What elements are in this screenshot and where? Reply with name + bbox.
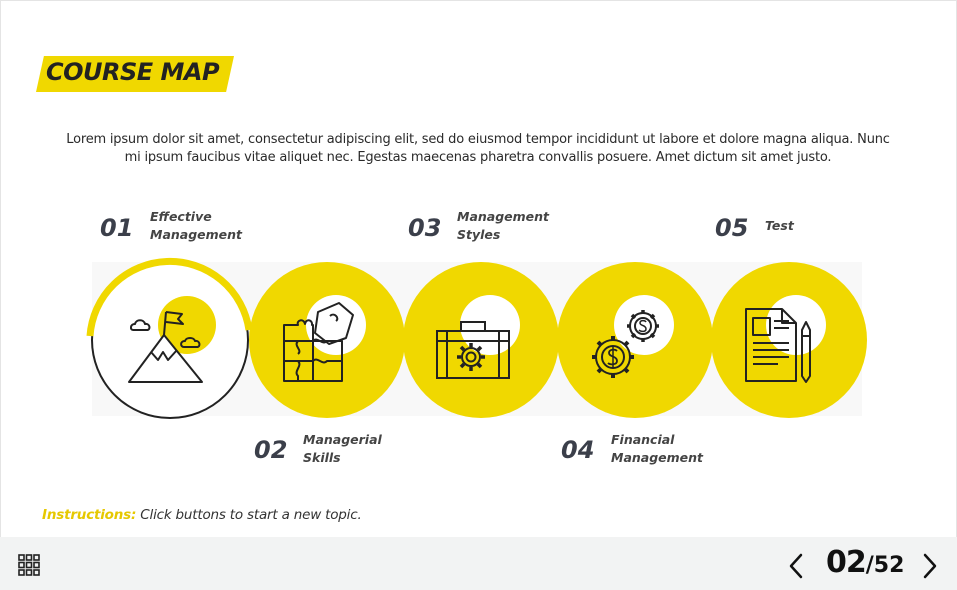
title-highlight — [36, 56, 234, 92]
footer-bar — [0, 537, 957, 590]
dollar-gears-icon — [592, 310, 659, 378]
topic-number-4: 04 — [561, 436, 595, 464]
topic-button-4[interactable] — [557, 262, 713, 418]
title-banner: COURSE MAP — [36, 56, 234, 92]
puzzle-icon — [283, 302, 354, 382]
document-pencil-icon — [745, 308, 811, 383]
chevron-left-icon[interactable] — [786, 552, 806, 580]
chevron-right-icon[interactable] — [920, 552, 940, 580]
topic-button-5[interactable] — [711, 262, 867, 418]
total-pages: 52 — [873, 553, 905, 578]
page-separator: / — [865, 553, 874, 578]
topic-number-1: 01 — [100, 214, 134, 242]
topic-button-3[interactable] — [403, 262, 559, 418]
topic-number-2: 02 — [254, 436, 288, 464]
instructions-text: Instructions: Click buttons to start a n… — [42, 507, 362, 523]
briefcase-gear-icon — [436, 321, 510, 379]
topic-label-5: Test — [765, 218, 794, 233]
topic-button-2[interactable] — [249, 262, 405, 418]
progress-arc — [86, 257, 253, 337]
mountain-flag-icon — [128, 311, 203, 383]
topic-number-3: 03 — [408, 214, 442, 242]
page-counter: 02/52 — [826, 545, 904, 580]
page-title: COURSE MAP — [46, 58, 220, 86]
topic-number-5: 05 — [715, 214, 749, 242]
current-page: 02 — [826, 545, 867, 580]
description-text: Lorem ipsum dolor sit amet, consectetur … — [66, 132, 890, 165]
topic-button-1[interactable] — [86, 257, 253, 419]
grid-menu-icon[interactable] — [18, 554, 40, 576]
